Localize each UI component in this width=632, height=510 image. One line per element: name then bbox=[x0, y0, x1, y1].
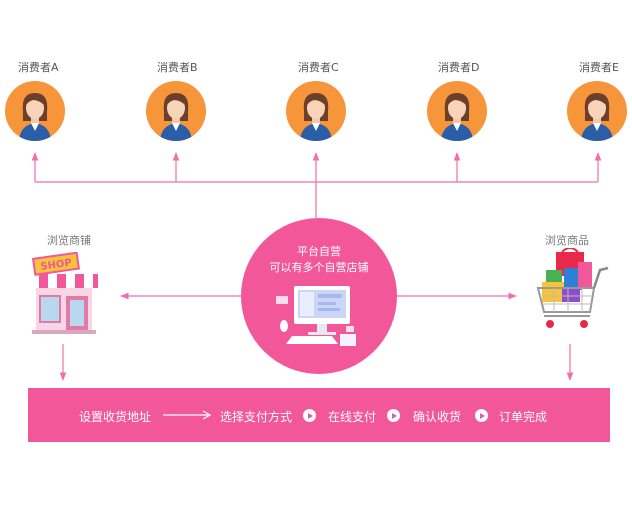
play-arrow-icon bbox=[387, 409, 400, 422]
consumer-avatar-icon bbox=[567, 81, 627, 141]
consumer-avatar-icon bbox=[5, 81, 65, 141]
play-arrow-icon bbox=[303, 409, 316, 422]
flow-step-online-payment: 在线支付 bbox=[328, 410, 377, 424]
shopping-cart-icon bbox=[536, 248, 609, 328]
consumer-label-c: 消费者C bbox=[298, 61, 339, 74]
flow-step-address: 设置收货地址 bbox=[79, 410, 152, 424]
consumer-label-d: 消费者D bbox=[438, 61, 480, 74]
left-node-label: 浏览商铺 bbox=[47, 234, 91, 247]
right-node-label: 浏览商品 bbox=[545, 234, 589, 247]
shop-sign-text: SHOP bbox=[40, 258, 73, 273]
order-flow-bar bbox=[28, 388, 610, 442]
play-arrow-icon bbox=[475, 409, 488, 422]
long-arrow-icon bbox=[163, 410, 212, 420]
consumer-label-a: 消费者A bbox=[18, 61, 59, 74]
consumer-avatar-icon bbox=[146, 81, 206, 141]
flow-step-confirm-receipt: 确认收货 bbox=[413, 410, 462, 424]
center-title-line1: 平台自营 bbox=[297, 245, 341, 258]
flow-step-payment-method: 选择支付方式 bbox=[220, 410, 293, 424]
consumer-label-e: 消费者E bbox=[579, 61, 619, 74]
consumer-avatar-icon bbox=[427, 81, 487, 141]
center-title-line2: 可以有多个自营店铺 bbox=[269, 261, 369, 274]
shop-icon: SHOP bbox=[30, 252, 98, 334]
consumer-avatar-icon bbox=[286, 81, 346, 141]
computer-icon bbox=[276, 286, 356, 346]
flow-step-order-complete: 订单完成 bbox=[499, 410, 548, 424]
consumer-label-b: 消费者B bbox=[157, 61, 198, 74]
